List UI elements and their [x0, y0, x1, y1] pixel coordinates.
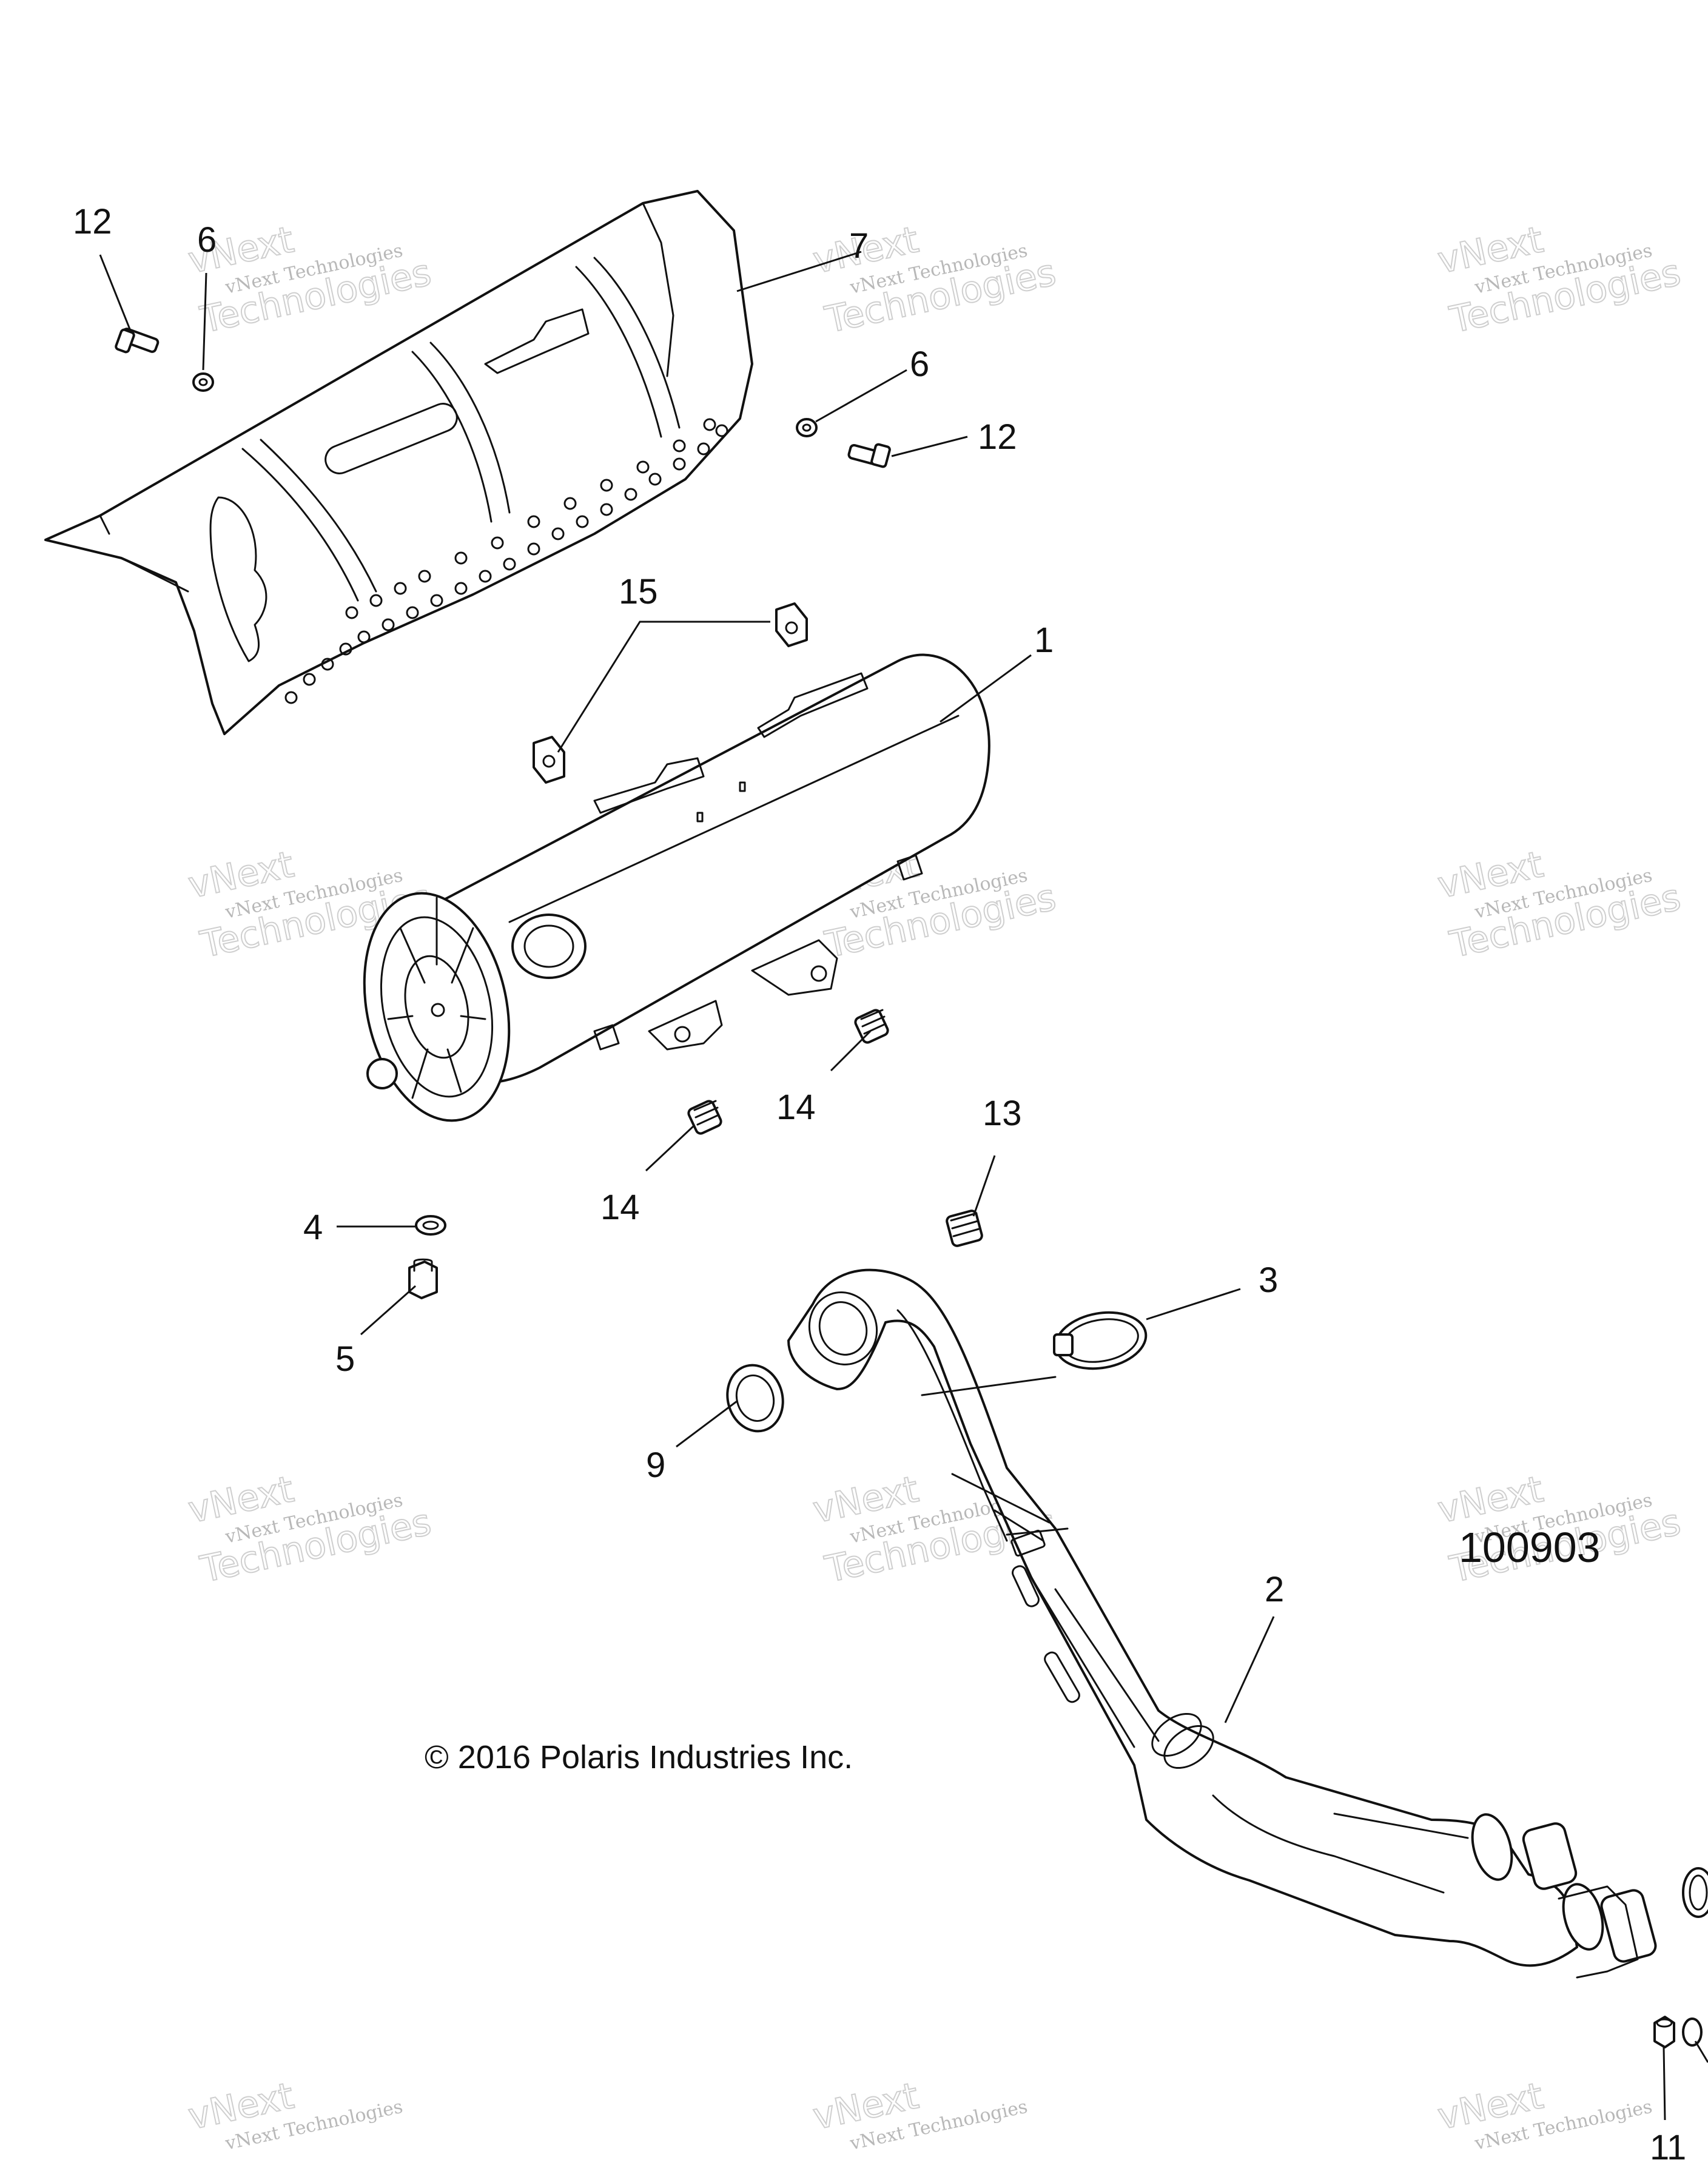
callout-14-lower: 14 — [600, 1188, 640, 1227]
lock-washer-edge[interactable] — [1682, 2018, 1703, 2047]
callout-15: 15 — [619, 572, 658, 611]
callout-6-left: 6 — [197, 220, 217, 260]
muffler-part[interactable] — [345, 653, 990, 1134]
clamp-3[interactable] — [1051, 1306, 1150, 1376]
watermark: vNext vNext Technologies Technologies — [1433, 218, 1684, 342]
spring-14-upper[interactable] — [854, 1009, 889, 1044]
bolt-12-right[interactable] — [847, 443, 891, 468]
watermark: vNext vNext Technologies — [809, 2074, 1029, 2155]
bolt-12-left[interactable] — [115, 328, 160, 354]
watermark: vNext vNext Technologies Technologies — [184, 218, 435, 342]
watermark: vNext vNext Technologies Technologies — [184, 1467, 435, 1592]
callout-4: 4 — [303, 1208, 323, 1247]
copyright-notice: © 2016 Polaris Industries Inc. — [425, 1739, 853, 1775]
callout-14-upper: 14 — [776, 1088, 816, 1127]
watermark: vNext vNext Technologies — [1433, 2074, 1654, 2155]
watermark: vNext vNext Technologies Technologies — [809, 218, 1060, 342]
callout-13: 13 — [983, 1094, 1022, 1133]
head-pipe-part[interactable] — [787, 1268, 1658, 1979]
watermark: vNext vNext Technologies Technologies — [1433, 843, 1684, 967]
nut-11[interactable] — [1653, 2016, 1675, 2048]
plug-5[interactable] — [408, 1258, 438, 1299]
callout-12-left: 12 — [73, 202, 112, 241]
callout-11: 11 — [1650, 2128, 1686, 2167]
exhaust-gasket-edge[interactable] — [1682, 1867, 1708, 1918]
washer-6-left[interactable] — [192, 372, 214, 392]
callout-labels: 12 6 7 6 12 15 1 14 14 13 4 5 3 9 2 11 — [73, 202, 1686, 2167]
diagram-id: 100903 — [1459, 1524, 1601, 1571]
heat-shield-part[interactable] — [44, 190, 753, 735]
callout-1: 1 — [1034, 621, 1054, 660]
callout-12-right: 12 — [978, 417, 1017, 457]
clip-15-upper[interactable] — [775, 602, 808, 647]
gasket-9[interactable] — [720, 1359, 790, 1438]
callout-9: 9 — [646, 1445, 665, 1485]
callout-5: 5 — [335, 1339, 355, 1379]
callout-2: 2 — [1265, 1570, 1284, 1609]
callout-3: 3 — [1259, 1260, 1278, 1300]
spring-13[interactable] — [946, 1210, 983, 1247]
heat-shield-holes — [284, 418, 728, 704]
spring-14-lower[interactable] — [687, 1100, 722, 1135]
gasket-4[interactable] — [415, 1215, 446, 1236]
callout-6-right: 6 — [910, 345, 929, 384]
washer-6-right[interactable] — [796, 418, 818, 437]
clip-15-lower[interactable] — [533, 736, 565, 784]
callout-7: 7 — [849, 226, 869, 266]
leader-lines — [99, 251, 1708, 2121]
watermark: vNext vNext Technologies — [184, 2074, 405, 2155]
